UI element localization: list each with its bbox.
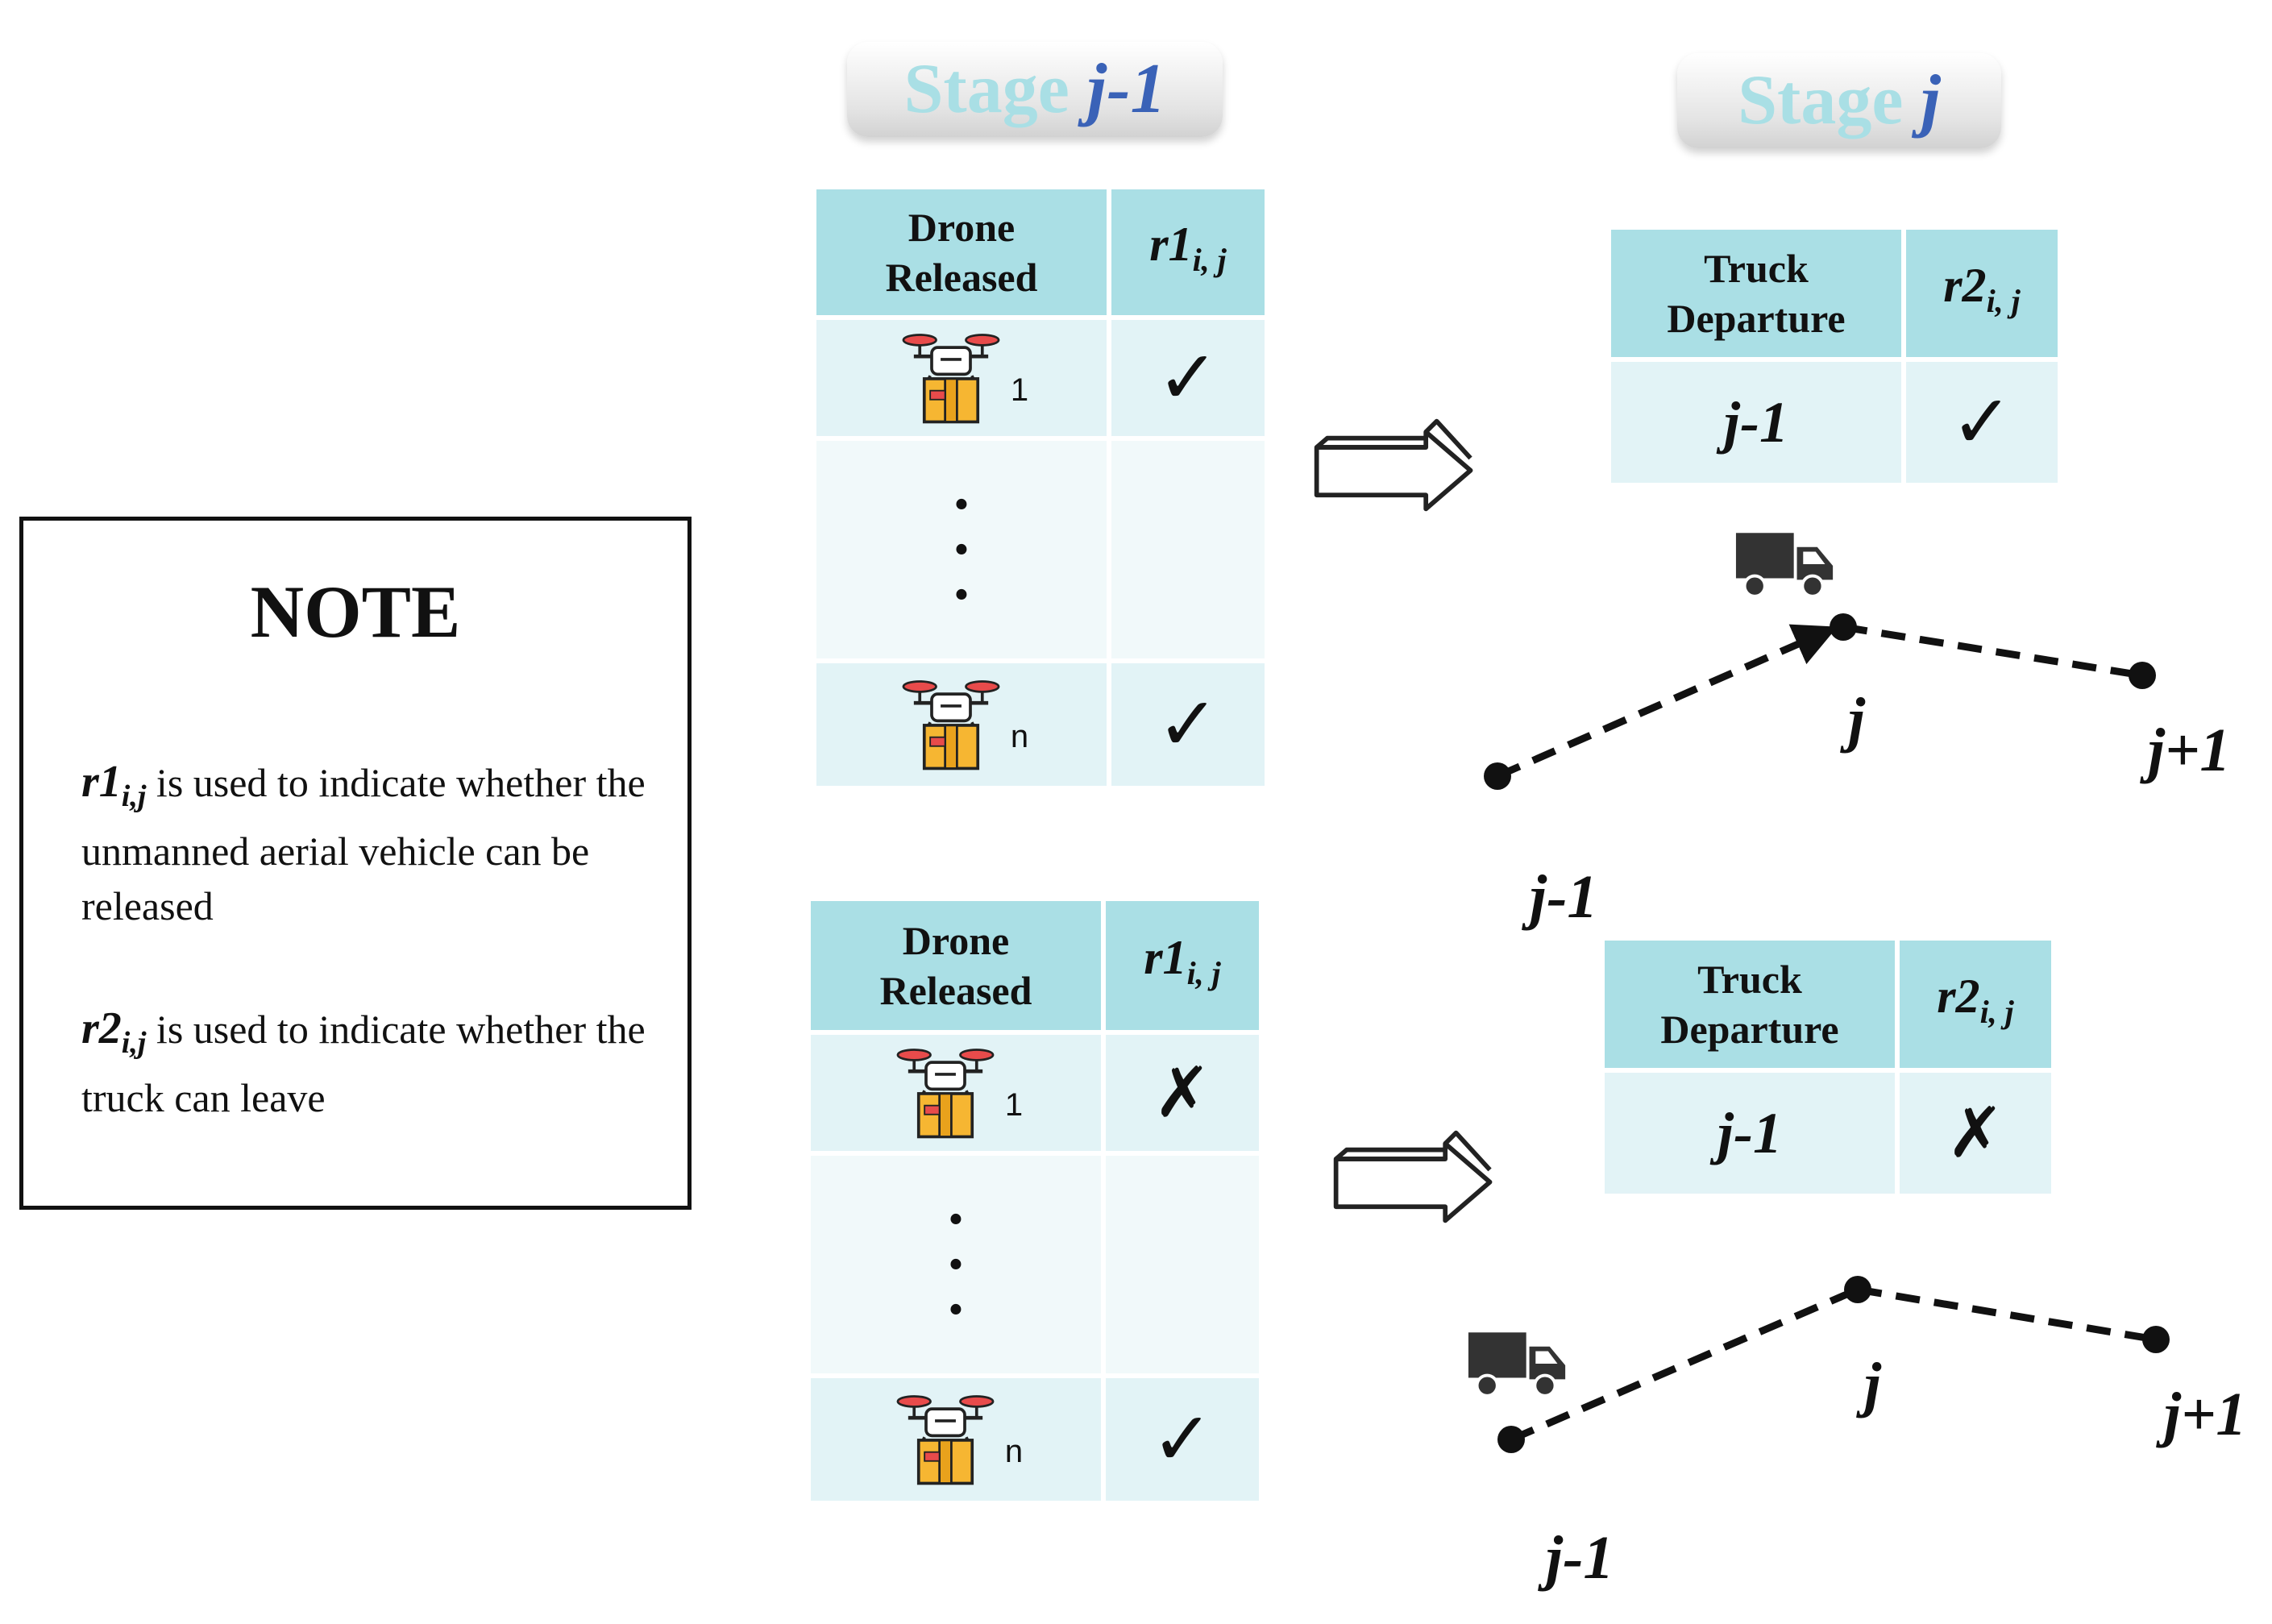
r1-text: is used to indicate whether the unmanned…	[81, 760, 646, 929]
ellipsis-row: ···	[811, 1156, 1101, 1373]
label-node-prev: j-1	[1530, 863, 1598, 931]
header-r2: r2i, j	[1906, 230, 2058, 357]
header-r2: r2i, j	[1900, 941, 2051, 1068]
drone-n-status: ✓	[1106, 1378, 1259, 1501]
label-node-curr: j	[1864, 1351, 1882, 1418]
drone-1-status: ✓	[1111, 320, 1265, 436]
stage-word: Stage	[903, 50, 1070, 128]
label-node-next: j+1	[2164, 1381, 2247, 1448]
r1-symbol: r1i,j	[81, 757, 147, 814]
ellipsis: ···	[945, 1184, 967, 1345]
check-icon: ✓	[1950, 379, 2013, 465]
truck-status: ✗	[1900, 1073, 2051, 1194]
check-icon: ✓	[1157, 334, 1219, 421]
node-prev	[1497, 1426, 1525, 1453]
node-curr	[1844, 1276, 1871, 1303]
row-label: j-1	[1724, 389, 1788, 455]
drone-index: 1	[1010, 372, 1029, 408]
cross-icon: ✗	[1153, 1053, 1212, 1133]
node-next	[2129, 662, 2156, 689]
note-r1-definition: r1i,j is used to indicate whether the un…	[81, 754, 678, 933]
stage-label-prev: Stage j-1	[847, 42, 1223, 137]
note-title: NOTE	[250, 571, 461, 653]
drone-1-status: ✗	[1106, 1035, 1259, 1151]
drone-index: n	[1010, 718, 1029, 754]
drone-row-1: 1	[811, 1035, 1101, 1151]
truck-icon	[1734, 529, 1836, 601]
check-icon: ✓	[1151, 1396, 1214, 1482]
route-segment	[1496, 624, 1838, 780]
ellipsis-status	[1106, 1156, 1259, 1373]
truck-icon	[1467, 1328, 1568, 1401]
cross-icon: ✗	[1946, 1093, 2005, 1173]
header-r1: r1i, j	[1106, 901, 1259, 1030]
drone-index: 1	[1004, 1086, 1024, 1123]
row-label: j-1	[1717, 1100, 1782, 1165]
drone-n-status: ✓	[1111, 663, 1265, 786]
stage-label-curr: Stage j	[1677, 53, 2001, 148]
stage-word: Stage	[1738, 61, 1904, 139]
r2-text: is used to indicate whether the truck ca…	[81, 1007, 646, 1121]
drone-index: n	[1004, 1433, 1024, 1469]
r2-symbol: r2i,j	[81, 1003, 147, 1061]
node-prev	[1484, 762, 1511, 790]
drone-row-1: 1	[816, 320, 1107, 436]
label-node-curr: j	[1848, 686, 1866, 754]
header-r1: r1i, j	[1111, 189, 1265, 315]
ellipsis: ···	[950, 469, 973, 630]
node-curr	[1830, 613, 1857, 641]
note-r2-definition: r2i,j is used to indicate whether the tr…	[81, 1001, 678, 1125]
check-icon: ✓	[1157, 681, 1219, 767]
note-box: NOTE r1i,j is used to indicate whether t…	[19, 517, 692, 1210]
label-node-prev: j-1	[1546, 1524, 1614, 1592]
drone-row-n: n	[816, 663, 1107, 786]
drone-row-n: n	[811, 1378, 1101, 1501]
route-segment	[1857, 1285, 2157, 1344]
ellipsis-status	[1111, 441, 1265, 658]
truck-status: ✓	[1906, 362, 2058, 483]
ellipsis-row: ···	[816, 441, 1107, 658]
label-node-next: j+1	[2148, 716, 2231, 784]
route-segment	[1842, 623, 2143, 679]
stage-var: j	[1921, 61, 1941, 139]
stage-var: j-1	[1086, 50, 1166, 128]
route-segment	[1510, 1285, 1859, 1443]
node-next	[2142, 1326, 2170, 1353]
truck-row: j-1	[1605, 1073, 1895, 1194]
truck-row: j-1	[1611, 362, 1901, 483]
